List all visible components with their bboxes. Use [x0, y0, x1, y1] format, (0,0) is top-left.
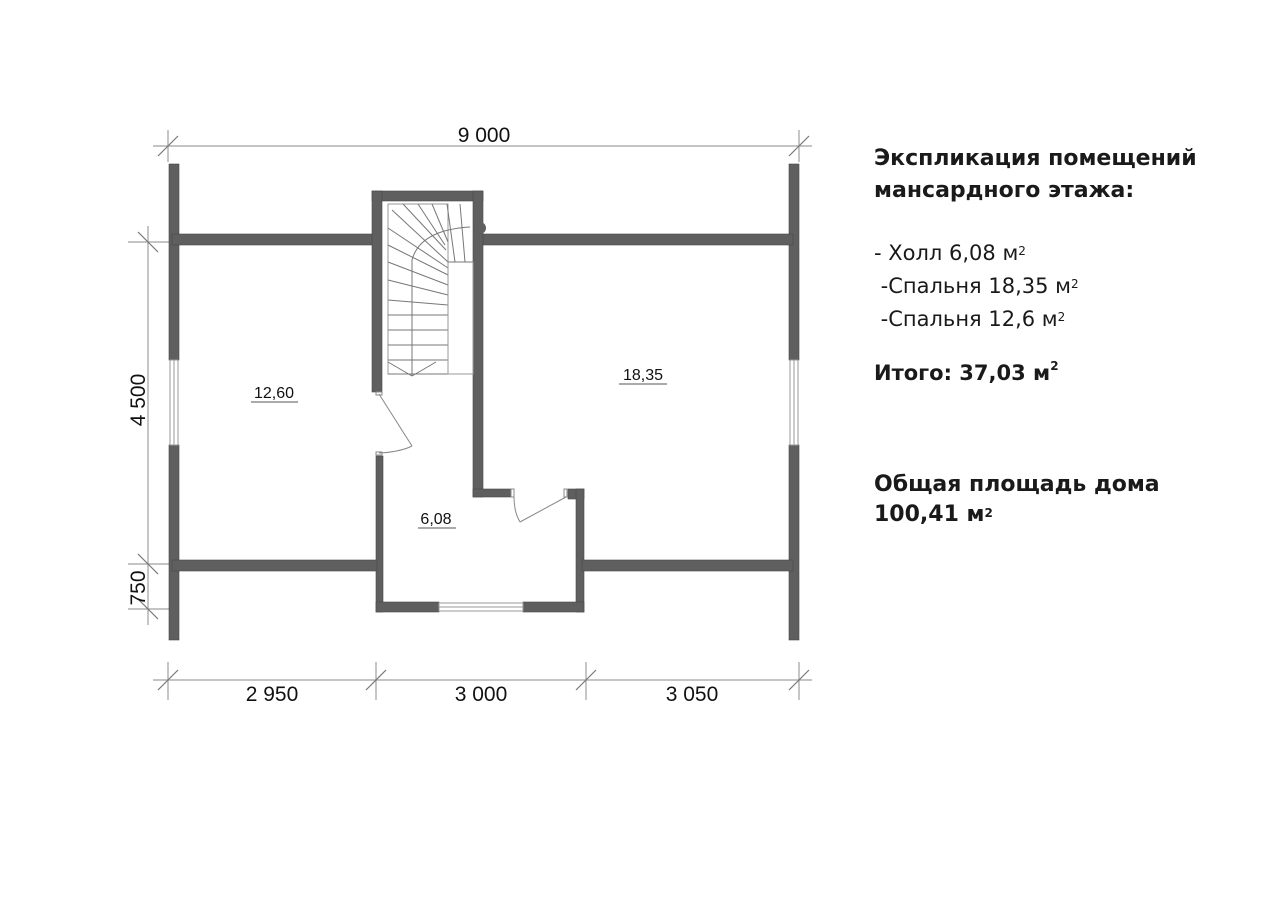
floor-plan: 9 000 4 500 750 2 950 3 000 3 050 — [127, 124, 812, 706]
house-total-area: Общая площадь дома 100,41 м2 — [874, 472, 1160, 527]
dimension-top-total: 9 000 — [458, 124, 511, 147]
windows — [169, 359, 799, 612]
svg-text:6,08: 6,08 — [420, 511, 451, 528]
dimension-lines — [128, 130, 812, 700]
svg-text:18,35: 18,35 — [623, 367, 663, 384]
dimension-bottom-1: 2 950 — [246, 683, 299, 706]
svg-text:12,60: 12,60 — [254, 385, 294, 402]
legend-item-bedroom-1: -Спальня 18,35 м2 — [874, 274, 1079, 298]
room-label-12-60: 12,60 — [251, 385, 298, 403]
room-explication: Экспликация помещений мансардного этажа:… — [874, 143, 1197, 530]
dimension-left-main: 4 500 — [127, 374, 150, 427]
walls — [168, 163, 800, 641]
legend-title: Экспликация помещений мансардного этажа: — [874, 146, 1197, 203]
column-icon — [474, 222, 486, 234]
dimension-bottom-2: 3 000 — [455, 683, 508, 706]
doors — [375, 391, 568, 523]
legend-item-bedroom-2: -Спальня 12,6 м2 — [874, 307, 1066, 331]
room-label-6-08: 6,08 — [418, 511, 456, 529]
dimension-bottom-3: 3 050 — [666, 683, 719, 706]
dimension-left-small: 750 — [127, 570, 150, 605]
legend-items: - Холл 6,08 м2 -Спальня 18,35 м2 -Спальн… — [874, 237, 1197, 336]
staircase — [387, 203, 474, 377]
legend-item-hall: - Холл 6,08 м2 — [874, 241, 1026, 265]
room-label-18-35: 18,35 — [619, 367, 667, 385]
legend-total: Итого: 37,03 м2 — [874, 359, 1059, 385]
